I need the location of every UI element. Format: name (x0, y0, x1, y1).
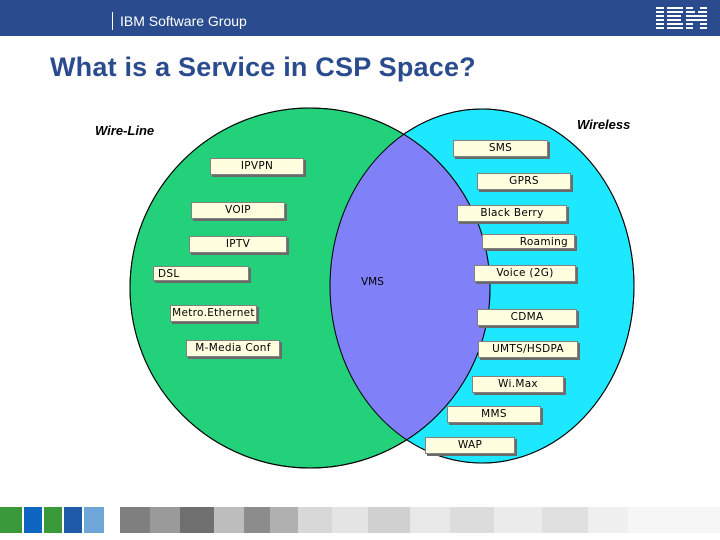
service-tag-ipvpn: IPVPN (210, 158, 304, 175)
service-tag-wap: WAP (425, 437, 515, 454)
service-tag-black-berry: Black Berry (457, 205, 567, 222)
group-name: IBM Software Group (120, 13, 247, 29)
footer-image-strip (0, 505, 720, 540)
service-tag-sms: SMS (453, 140, 548, 157)
ibm-logo (656, 7, 707, 29)
overlap-region (330, 109, 490, 463)
service-tag-metro-ethernet: Metro.Ethernet (170, 305, 257, 322)
service-tag-gprs: GPRS (477, 173, 571, 190)
service-label-vms: VMS (361, 276, 384, 288)
wireless-label: Wireless (577, 117, 631, 132)
service-tag-umts-hsdpa: UMTS/HSDPA (478, 341, 578, 358)
service-tag-m-media-conf: M-Media Conf (186, 340, 280, 357)
slide-title: What is a Service in CSP Space? (50, 52, 476, 82)
service-tag-wimax: Wi.Max (472, 376, 564, 393)
service-tag-voice-2g: Voice (2G) (474, 265, 576, 282)
service-tag-dsl: DSL (153, 266, 249, 281)
service-tag-mms: MMS (447, 406, 541, 423)
wireline-label: Wire-Line (95, 123, 155, 138)
service-tag-voip: VOIP (191, 202, 285, 219)
header-divider (112, 12, 113, 30)
service-tag-roaming: Roaming (482, 234, 575, 249)
header-bar: IBM Software Group (0, 0, 720, 36)
service-tag-cdma: CDMA (477, 309, 577, 326)
service-tag-iptv: IPTV (189, 236, 287, 253)
